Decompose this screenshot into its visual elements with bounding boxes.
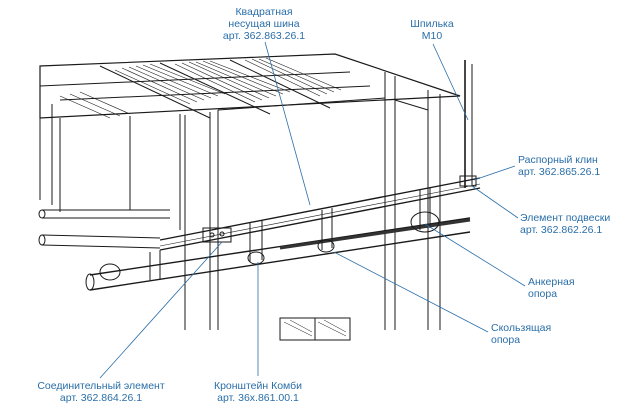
wedge-label: Распорный клин арт. 362.865.26.1 — [518, 154, 601, 178]
pipe-clamps[interactable] — [99, 175, 477, 281]
busbar-label: Квадратная несущая шина арт. 362.863.26.… — [222, 6, 306, 42]
callout-leaders — [99, 41, 526, 379]
leader-sliding — [333, 251, 489, 333]
leader-hanger — [471, 185, 519, 219]
leader-wedge — [473, 165, 516, 181]
stud-label: Шпилька M10 — [410, 18, 454, 42]
building-walls — [184, 72, 441, 330]
connector-label: Соединительный элемент арт. 362.864.26.1 — [37, 380, 165, 404]
lower-pipe — [85, 217, 471, 291]
window — [279, 317, 351, 341]
anchor-label: Анкерная опора — [528, 276, 575, 300]
leader-connector — [99, 241, 223, 379]
left-pipe-run — [38, 209, 170, 249]
leader-stud — [432, 43, 469, 121]
bracket-label: Кронштейн Комби арт. 36x.861.00.1 — [213, 380, 303, 404]
roof-structure — [39, 53, 461, 205]
hanger-label: Элемент подвески арт. 362.862.26.1 — [520, 212, 611, 236]
leader-busbar — [264, 41, 311, 206]
threaded-rods[interactable] — [59, 60, 473, 230]
sliding-label: Скользящая опора — [491, 322, 552, 346]
square-busbar[interactable] — [159, 177, 481, 251]
leader-anchor — [424, 223, 526, 287]
